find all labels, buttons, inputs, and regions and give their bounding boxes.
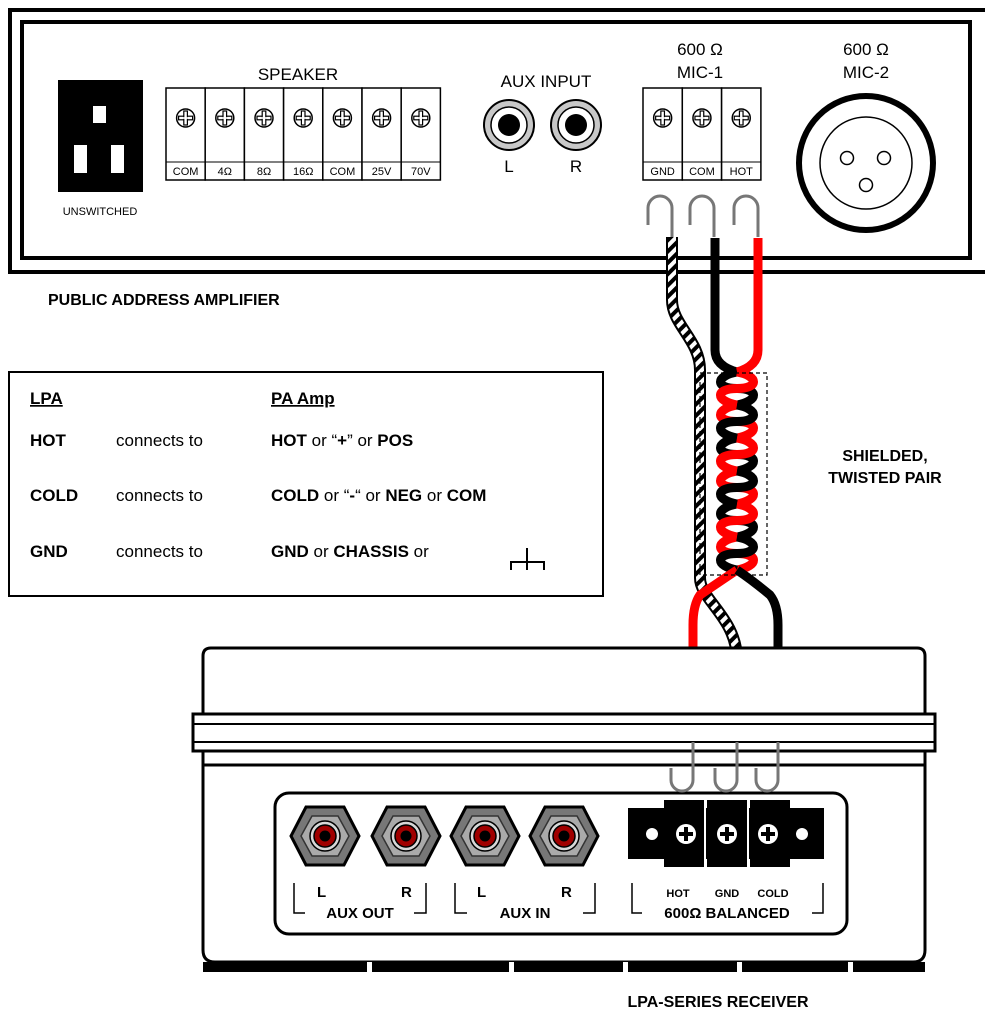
speaker-terminal-label: 4Ω <box>218 166 232 178</box>
mic1-screw-icon <box>731 108 751 128</box>
cable <box>646 194 783 742</box>
balanced-label: 600Ω BALANCED <box>664 905 790 922</box>
aux-in-right-label: R <box>561 884 572 901</box>
speaker-terminal-label: COM <box>330 166 356 178</box>
legend-header-lpa: LPA <box>30 389 63 408</box>
hook-terminals-top <box>646 194 760 237</box>
speaker-cell <box>282 87 324 181</box>
speaker-screw-icon <box>254 108 274 128</box>
label-brackets <box>293 883 824 914</box>
hook-terminals-bottom <box>669 742 780 793</box>
aux-out-left-label: L <box>317 884 326 901</box>
balanced-cold-label: COLD <box>757 888 788 900</box>
twisted-pair <box>716 367 758 575</box>
speaker-terminal-label: COM <box>173 166 199 178</box>
speaker-terminal-label: 8Ω <box>257 166 271 178</box>
legend-pa-amp-terms: HOT or “+” or POS <box>271 431 413 450</box>
speaker-cell <box>204 87 246 181</box>
aux-input-right-label: R <box>570 157 582 176</box>
ground-symbol-icon <box>510 548 545 570</box>
balanced-gnd-label: GND <box>715 888 740 900</box>
aux-in-left-jack <box>449 805 521 867</box>
speaker-cell <box>322 87 363 181</box>
aux-input-label: AUX INPUT <box>501 72 592 91</box>
mic1-screw-icon <box>652 108 673 128</box>
legend-rows: HOT connects to HOT or “+” or POS COLD conne… <box>30 431 486 561</box>
mic2-label: MIC-2 <box>843 63 889 82</box>
legend-connects-to: connects to <box>116 486 203 505</box>
aux-out-right-label: R <box>401 884 412 901</box>
cable-label-line1: SHIELDED, <box>842 448 927 465</box>
speaker-cell <box>400 87 442 181</box>
speaker-screw-icon <box>175 108 196 128</box>
legend-lpa-term: GND <box>30 542 68 561</box>
speaker-label: SPEAKER <box>258 65 338 84</box>
aux-in-label: AUX IN <box>500 905 551 922</box>
legend-header-pa-amp: PA Amp <box>271 389 335 408</box>
mic2-impedance: 600 Ω <box>843 40 889 59</box>
balanced-terminal-strip <box>628 800 824 867</box>
legend-pa-amp-terms: GND or CHASSIS or <box>271 542 429 561</box>
cable-label-line2: TWISTED PAIR <box>828 470 942 487</box>
mic1-screw-icon <box>692 108 712 128</box>
aux-out-label: AUX OUT <box>326 905 394 922</box>
balanced-screw-hot <box>676 824 696 844</box>
aux-input-left-jack <box>483 99 535 151</box>
xlr-connector-icon <box>796 93 936 233</box>
speaker-cell <box>165 87 206 181</box>
speaker-terminal-block: COM 4Ω 8Ω 16Ω COM 25V 70V <box>165 87 442 181</box>
mic1-terminal-label: HOT <box>730 166 754 178</box>
speaker-screw-icon <box>332 108 353 128</box>
hot-wire-lower <box>688 566 740 742</box>
shield-outline <box>699 372 768 576</box>
legend-box <box>8 371 604 597</box>
speaker-screw-icon <box>215 108 235 128</box>
balanced-screw-cold <box>758 824 778 844</box>
mic1-terminal-block: GND COM HOT <box>642 87 762 181</box>
mic1-terminal-label: GND <box>650 166 675 178</box>
speaker-screw-icon <box>293 108 313 128</box>
speaker-terminal-label: 25V <box>372 166 392 178</box>
power-label: UNSWITCHED <box>63 206 138 218</box>
speaker-screw-icon <box>371 108 392 128</box>
mic1-terminal-label: COM <box>689 166 715 178</box>
legend-pa-amp-terms: COLD or “-“ or NEG or COM <box>271 486 486 505</box>
speaker-terminal-label: 70V <box>411 166 431 178</box>
aux-out-right-jack <box>370 805 442 867</box>
balanced-hot-label: HOT <box>666 888 690 900</box>
mic1-cell <box>720 87 762 181</box>
balanced-screw-gnd <box>717 824 737 844</box>
aux-out-left-jack <box>289 805 361 867</box>
shield-drain-wire-stripes <box>668 237 741 740</box>
speaker-cell <box>243 87 285 181</box>
legend-lpa-term: COLD <box>30 486 78 505</box>
speaker-terminal-label: 16Ω <box>293 166 313 178</box>
cold-wire-lower <box>734 566 783 742</box>
mic1-impedance: 600 Ω <box>677 40 723 59</box>
mic1-label: MIC-1 <box>677 63 723 82</box>
receiver-title: LPA-SERIES RECEIVER <box>627 994 809 1011</box>
legend-connects-to: connects to <box>116 542 203 561</box>
legend-connects-to: connects to <box>116 431 203 450</box>
power-outlet-icon <box>58 80 143 192</box>
aux-in-left-label: L <box>477 884 486 901</box>
mic1-cell <box>681 87 723 181</box>
speaker-screw-icon <box>411 108 431 128</box>
aux-input-left-label: L <box>504 157 513 176</box>
legend-lpa-term: HOT <box>30 431 67 450</box>
amplifier-title: PUBLIC ADDRESS AMPLIFIER <box>48 292 280 309</box>
aux-in-right-jack <box>528 805 600 867</box>
speaker-cell <box>361 87 402 181</box>
aux-input-right-jack <box>550 99 602 151</box>
